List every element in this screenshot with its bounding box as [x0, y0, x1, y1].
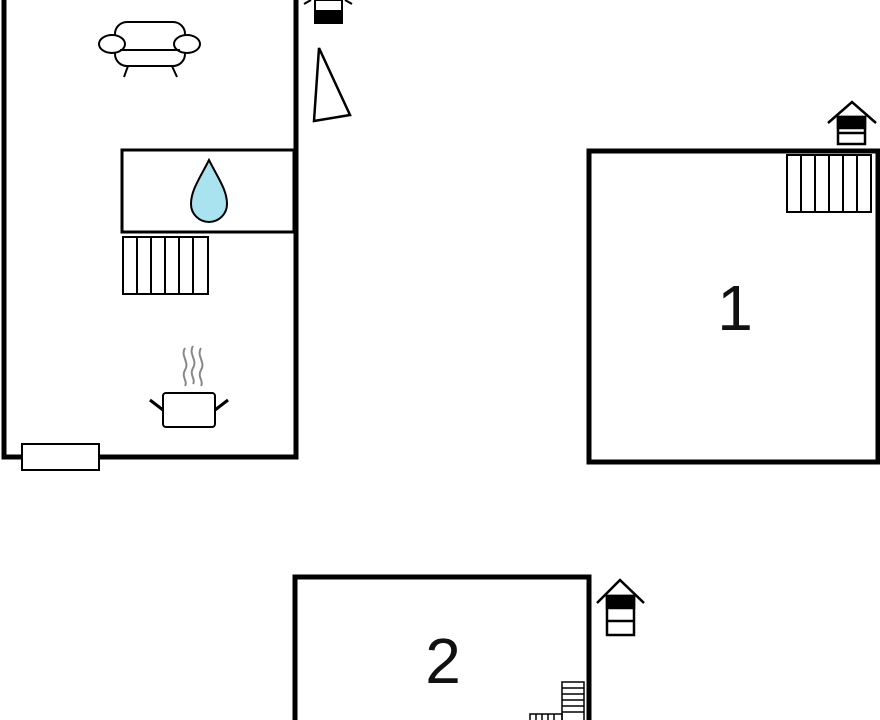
- main-house-walls: [1, 0, 299, 460]
- room-1: 1: [586, 100, 880, 465]
- room-label: 1: [717, 272, 753, 344]
- main-house: [1, 0, 299, 471]
- bathroom: [120, 148, 296, 234]
- room-2: 2: [292, 574, 645, 720]
- stairs-icon: [786, 154, 872, 213]
- sofa-icon: [98, 21, 201, 78]
- compass-icon: [312, 47, 352, 123]
- house-icon: [596, 578, 645, 637]
- room-label: 2: [425, 625, 461, 697]
- stairs-icon: [529, 681, 585, 720]
- cooking-pot-icon: [149, 345, 229, 428]
- stairs-icon: [122, 236, 209, 295]
- house-icon: [827, 100, 877, 146]
- light-icon: [303, 0, 353, 24]
- water-drop-icon: [189, 157, 229, 223]
- door-icon: [21, 443, 100, 471]
